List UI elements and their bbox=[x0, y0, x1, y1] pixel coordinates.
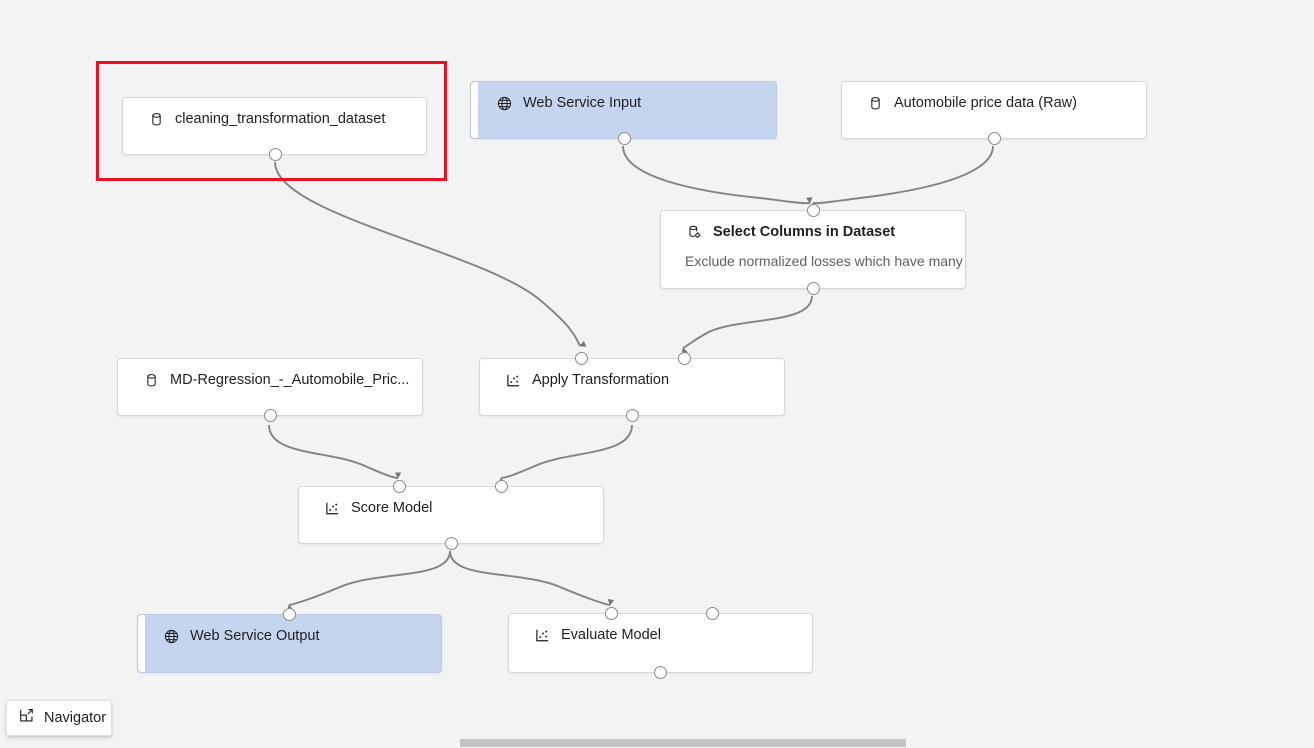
horizontal-scrollbar[interactable] bbox=[0, 737, 1314, 748]
scatter-plot-icon bbox=[533, 626, 551, 644]
output-port[interactable] bbox=[807, 282, 820, 295]
output-port[interactable] bbox=[269, 148, 282, 161]
node-title: Web Service Output bbox=[190, 628, 320, 644]
node-accent-strip bbox=[138, 615, 145, 672]
node-accent-strip bbox=[842, 82, 849, 138]
node-title: Score Model bbox=[351, 500, 433, 516]
input-port[interactable] bbox=[807, 204, 820, 217]
edge-score-to-evaluate bbox=[449, 550, 615, 606]
node-select-columns-in-dataset[interactable]: Select Columns in Dataset Exclude normal… bbox=[660, 204, 966, 295]
input-port[interactable] bbox=[283, 608, 296, 621]
input-port-left[interactable] bbox=[605, 607, 618, 620]
node-score-model[interactable]: Score Model bbox=[298, 480, 604, 550]
output-port[interactable] bbox=[988, 132, 1001, 145]
input-port-right[interactable] bbox=[678, 352, 691, 365]
navigator-label: Navigator bbox=[44, 710, 107, 726]
node-accent-strip bbox=[471, 82, 478, 138]
database-gear-icon bbox=[685, 223, 703, 241]
node-web-service-output[interactable]: Web Service Output bbox=[137, 608, 442, 673]
edge-apply-to-score bbox=[497, 424, 633, 484]
node-cleaning-transformation-dataset[interactable]: cleaning_transformation_dataset bbox=[122, 97, 427, 161]
node-accent-strip bbox=[480, 359, 487, 415]
scatter-plot-icon bbox=[504, 371, 522, 389]
output-port[interactable] bbox=[618, 132, 631, 145]
node-title: MD-Regression_-_Automobile_Pric... bbox=[170, 372, 410, 388]
globe-icon bbox=[162, 627, 180, 645]
edge-automobile-to-selectcolumns bbox=[809, 145, 994, 209]
scatter-plot-icon bbox=[323, 499, 341, 517]
node-accent-strip bbox=[123, 98, 130, 154]
horizontal-scrollbar-thumb[interactable] bbox=[460, 739, 906, 747]
node-accent-strip bbox=[509, 614, 516, 672]
input-port-right[interactable] bbox=[495, 480, 508, 493]
node-evaluate-model[interactable]: Evaluate Model bbox=[508, 607, 813, 679]
node-web-service-input[interactable]: Web Service Input bbox=[470, 81, 777, 145]
node-title: cleaning_transformation_dataset bbox=[175, 111, 386, 127]
output-port[interactable] bbox=[654, 666, 667, 679]
edge-wsinput-to-selectcolumns bbox=[622, 145, 813, 205]
output-port[interactable] bbox=[264, 409, 277, 422]
node-accent-strip bbox=[661, 211, 668, 288]
input-port-left[interactable] bbox=[575, 352, 588, 365]
globe-icon bbox=[495, 94, 513, 112]
output-port[interactable] bbox=[626, 409, 639, 422]
node-title: Web Service Input bbox=[523, 95, 642, 111]
node-accent-strip bbox=[299, 487, 306, 543]
node-accent-strip bbox=[118, 359, 125, 415]
node-automobile-price-data-raw[interactable]: Automobile price data (Raw) bbox=[841, 81, 1147, 145]
edge-score-to-wsoutput bbox=[286, 550, 451, 612]
node-apply-transformation[interactable]: Apply Transformation bbox=[479, 352, 785, 422]
node-title: Apply Transformation bbox=[532, 372, 670, 388]
output-port[interactable] bbox=[445, 537, 458, 550]
database-icon bbox=[147, 110, 165, 128]
database-icon bbox=[866, 94, 884, 112]
input-port-right[interactable] bbox=[706, 607, 719, 620]
navigator-button[interactable]: Navigator bbox=[6, 700, 112, 736]
node-title: Evaluate Model bbox=[561, 627, 661, 643]
edge-selectcolumns-to-apply bbox=[681, 295, 813, 355]
expand-panel-icon bbox=[18, 707, 35, 729]
node-subtitle: Exclude normalized losses which have man… bbox=[685, 253, 963, 269]
input-port-left[interactable] bbox=[393, 480, 406, 493]
node-title: Select Columns in Dataset bbox=[713, 224, 896, 240]
node-title: Automobile price data (Raw) bbox=[894, 95, 1077, 111]
edge-mdregression-to-score bbox=[268, 424, 402, 479]
database-icon bbox=[142, 371, 160, 389]
edge-cleaning-to-apply bbox=[274, 161, 587, 347]
node-md-regression-automobile-price[interactable]: MD-Regression_-_Automobile_Pric... bbox=[117, 358, 423, 422]
